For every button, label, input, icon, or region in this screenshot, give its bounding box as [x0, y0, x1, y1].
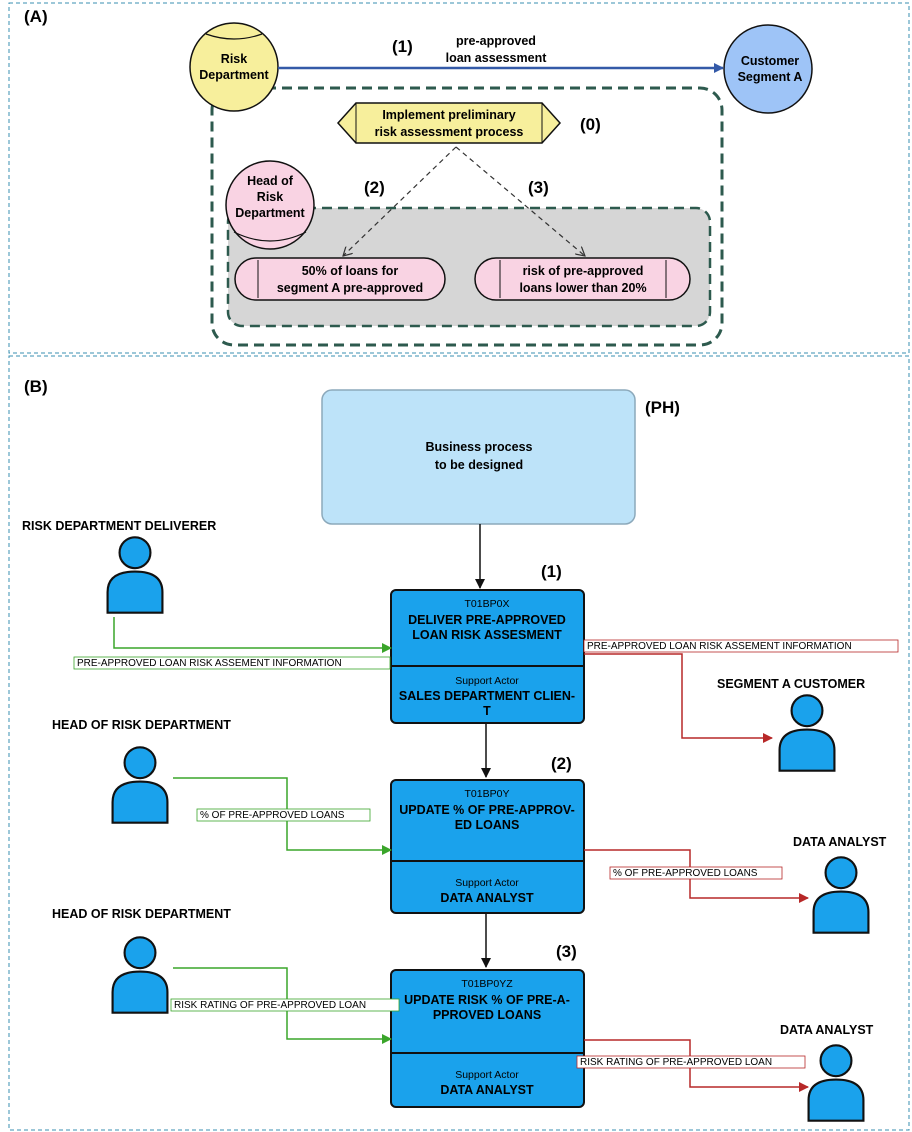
- step3-support-label: Support Actor: [455, 1069, 519, 1081]
- softgoal-right-line1: risk of pre-approved: [523, 264, 644, 278]
- step2-input-flow-text: % OF PRE-APPROVED LOANS: [200, 810, 345, 821]
- step2-support-label: Support Actor: [455, 877, 519, 889]
- softgoal-left: 50% of loans for segment A pre-approved: [234, 257, 446, 301]
- decomposition-arrow-left: [343, 146, 457, 256]
- dependency-label-line1: pre-approved: [456, 34, 536, 48]
- step1-input-flow-line: [113, 617, 392, 653]
- risk-department-line2: Department: [199, 68, 269, 82]
- step1-output-flow-line: [584, 653, 773, 743]
- goal-text-line2: risk assessment process: [375, 125, 524, 139]
- customer-segment-actor: Customer Segment A: [723, 24, 813, 114]
- step2-title-line1: UPDATE % OF PRE-APPROV-: [399, 803, 574, 817]
- step3-input-flow-text: RISK RATING OF PRE-APPROVED LOAN: [174, 1000, 366, 1011]
- step3-task-box: T01BP0YZ UPDATE RISK % OF PRE-A- PPROVED…: [390, 969, 585, 1108]
- head-of-risk-line2: Risk: [257, 190, 283, 204]
- step2-output-actor-icon: [812, 856, 870, 934]
- step1-input-flow-tag: PRE-APPROVED LOAN RISK ASSEMENT INFORMAT…: [73, 656, 391, 670]
- softgoal-right: risk of pre-approved loans lower than 20…: [474, 257, 691, 301]
- step3-title-line2: PPROVED LOANS: [433, 1008, 541, 1022]
- step2-input-actor-icon: [111, 746, 169, 824]
- dependency-label-line2: loan assessment: [446, 51, 548, 65]
- step2-support-actor: DATA ANALYST: [440, 891, 534, 905]
- panel-a-border: [8, 2, 910, 354]
- step1-support-actor-line2: T: [483, 704, 491, 718]
- panel-b-label: (B): [24, 377, 48, 396]
- goal-number: (0): [580, 115, 601, 134]
- decomposition-arrow-right: [455, 146, 585, 256]
- step1-input-actor-label: RISK DEPARTMENT DELIVERER: [22, 519, 216, 533]
- step3-output-actor-icon: [807, 1044, 865, 1122]
- step3-output-actor-label: DATA ANALYST: [780, 1023, 874, 1037]
- step2-title-line2: ED LOANS: [455, 818, 520, 832]
- step1-code: T01BP0X: [465, 598, 510, 610]
- business-process-box: Business process to be designed: [321, 389, 636, 525]
- step1-output-actor-label: SEGMENT A CUSTOMER: [717, 677, 865, 691]
- softgoal-left-line1: 50% of loans for: [302, 264, 399, 278]
- softgoal-left-line2: segment A pre-approved: [277, 281, 423, 295]
- business-process-line2: to be designed: [435, 458, 523, 472]
- step2-output-actor-label: DATA ANALYST: [793, 835, 887, 849]
- step3-number: (3): [556, 942, 577, 961]
- goal-hexagon: Implement preliminary risk assessment pr…: [336, 102, 562, 144]
- step1-output-flow-text: PRE-APPROVED LOAN RISK ASSEMENT INFORMAT…: [587, 641, 852, 652]
- step3-input-flow-tag: RISK RATING OF PRE-APPROVED LOAN: [170, 998, 400, 1012]
- step1-title-line1: DELIVER PRE-APPROVED: [408, 613, 566, 627]
- panel-b-border: [8, 355, 910, 1131]
- ph-label: (PH): [645, 398, 680, 417]
- branch-left-number: (2): [364, 178, 385, 197]
- step2-output-flow-tag: % OF PRE-APPROVED LOANS: [609, 866, 783, 880]
- step2-code: T01BP0Y: [465, 788, 510, 800]
- step1-task-box: T01BP0X DELIVER PRE-APPROVED LOAN RISK A…: [390, 589, 585, 724]
- step1-title-line2: LOAN RISK ASSESMENT: [412, 628, 562, 642]
- step2-input-flow-tag: % OF PRE-APPROVED LOANS: [196, 808, 371, 822]
- step1-input-flow-text: PRE-APPROVED LOAN RISK ASSEMENT INFORMAT…: [77, 658, 342, 669]
- business-process-line1: Business process: [426, 440, 533, 454]
- step1-support-actor-line1: SALES DEPARTMENT CLIEN-: [399, 689, 575, 703]
- branch-right-number: (3): [528, 178, 549, 197]
- step3-code: T01BP0YZ: [461, 978, 513, 990]
- step1-support-label: Support Actor: [455, 675, 519, 687]
- head-of-risk-line1: Head of: [247, 174, 294, 188]
- risk-department-actor: Risk Department: [189, 22, 279, 112]
- step2-output-flow-text: % OF PRE-APPROVED LOANS: [613, 868, 758, 879]
- panel-a-label: (A): [24, 7, 48, 26]
- step1-input-actor-icon: [106, 536, 164, 614]
- step1-number: (1): [541, 562, 562, 581]
- head-of-risk-line3: Department: [235, 206, 305, 220]
- softgoal-right-line2: loans lower than 20%: [519, 281, 646, 295]
- goal-text-line1: Implement preliminary: [382, 108, 515, 122]
- head-of-risk-actor: Head of Risk Department: [225, 160, 315, 250]
- dependency-number: (1): [392, 37, 413, 56]
- step3-input-actor-icon: [111, 936, 169, 1014]
- step1-output-actor-icon: [778, 694, 836, 772]
- step2-task-box: T01BP0Y UPDATE % OF PRE-APPROV- ED LOANS…: [390, 779, 585, 914]
- step3-output-flow-text: RISK RATING OF PRE-APPROVED LOAN: [580, 1057, 772, 1068]
- step3-input-actor-label: HEAD OF RISK DEPARTMENT: [52, 907, 231, 921]
- risk-department-line1: Risk: [221, 52, 247, 66]
- step3-title-line1: UPDATE RISK % OF PRE-A-: [404, 993, 570, 1007]
- actor-boundary: [210, 86, 724, 347]
- customer-segment-line1: Customer: [741, 54, 799, 68]
- customer-segment-line2: Segment A: [738, 70, 803, 84]
- step1-output-flow-tag: PRE-APPROVED LOAN RISK ASSEMENT INFORMAT…: [583, 639, 899, 653]
- step2-number: (2): [551, 754, 572, 773]
- step2-input-actor-label: HEAD OF RISK DEPARTMENT: [52, 718, 231, 732]
- step3-support-actor: DATA ANALYST: [440, 1083, 534, 1097]
- step3-output-flow-tag: RISK RATING OF PRE-APPROVED LOAN: [576, 1055, 806, 1069]
